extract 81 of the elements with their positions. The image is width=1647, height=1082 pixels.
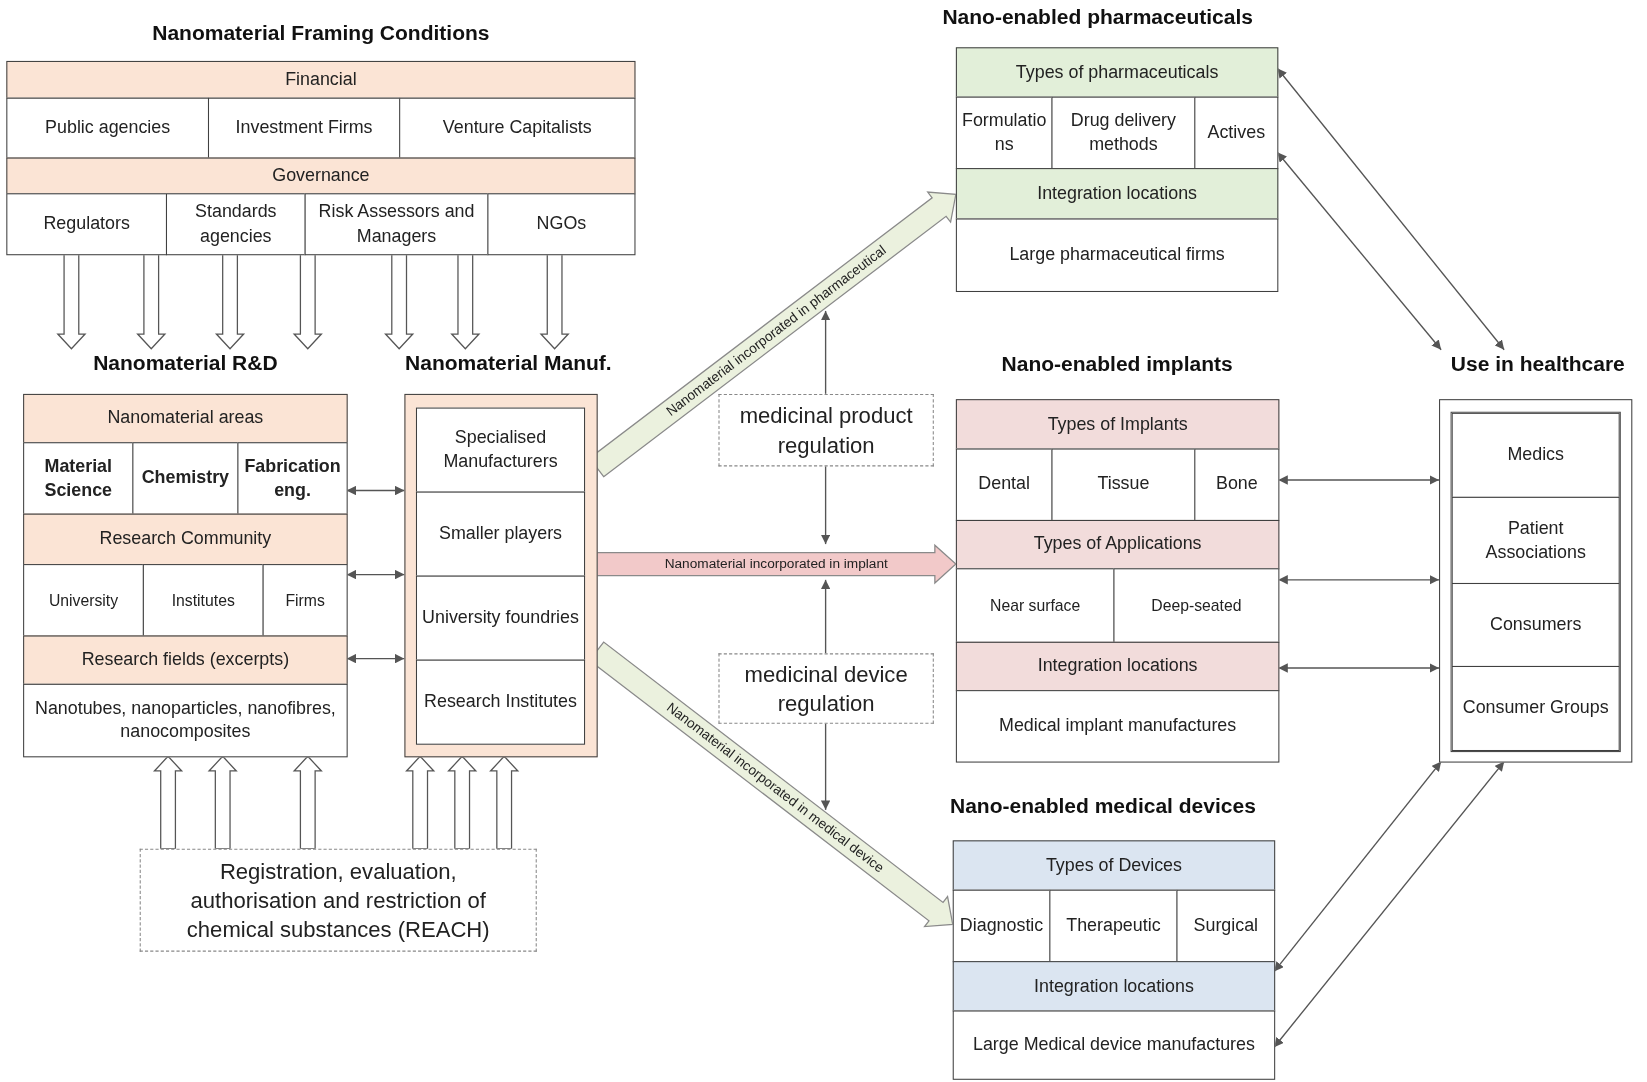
arrow (820, 310, 831, 395)
table-cell: Public agencies (6, 97, 210, 159)
table-cell: Financial (6, 60, 636, 99)
table-cell: Consumer Groups (1451, 665, 1620, 752)
panel-heading: Nano-enabled implants (1000, 350, 1234, 377)
panel-heading: Use in healthcare (1449, 350, 1626, 377)
table-cell: Specialised Manufacturers (415, 407, 586, 493)
table-cell: University (23, 564, 144, 637)
table-cell: Near surface (955, 568, 1115, 643)
double-arrow (1273, 760, 1442, 973)
block-arrow (539, 253, 570, 350)
block-arrow (384, 253, 415, 350)
double-arrow (1277, 575, 1440, 585)
panel-heading: Nanomaterial Manuf. (404, 349, 613, 376)
table-cell: Research Institutes (415, 659, 586, 745)
block-arrow (214, 253, 246, 350)
table-cell: Nanotubes, nanoparticles, nanofibres, nanocomposites (23, 683, 348, 758)
block-arrow (152, 755, 184, 850)
panel-heading: Nano-enabled pharmaceuticals (941, 4, 1254, 31)
table-cell: NGOs (487, 193, 636, 256)
block-arrow (447, 755, 478, 850)
double-arrow (1277, 475, 1440, 485)
table-cell: Patient Associations (1451, 496, 1620, 584)
arrow (820, 722, 831, 811)
table-cell: Therapeutic (1049, 889, 1178, 963)
arrow (820, 579, 831, 655)
table-cell: Standards agencies (165, 193, 306, 256)
table-cell: Types of pharmaceuticals (955, 47, 1279, 98)
block-arrow (489, 755, 520, 850)
table-cell: University foundries (415, 575, 586, 661)
table-cell: Types of Applications (955, 519, 1280, 570)
table-cell: Research Community (23, 513, 348, 566)
double-arrow (1276, 67, 1505, 351)
double-arrow (1276, 151, 1442, 351)
table-cell: Risk Assessors and Managers (304, 193, 489, 256)
block-arrow (405, 755, 436, 850)
table-cell: Surgical (1176, 889, 1276, 963)
table-cell: Tissue (1051, 448, 1196, 521)
panel-heading: Nano-enabled medical devices (948, 793, 1257, 820)
table-cell: Smaller players (415, 491, 586, 577)
table-cell: Formulations (955, 96, 1053, 170)
table-cell: Deep-seated (1113, 568, 1280, 643)
table-cell: Large pharmaceutical firms (955, 218, 1279, 292)
table-cell: Venture Capitalists (399, 97, 636, 159)
panel-heading: Nanomaterial Framing Conditions (151, 20, 491, 47)
table-cell: Integration locations (955, 168, 1279, 220)
panel-heading: Nanomaterial R&D (92, 349, 279, 376)
table-cell: Integration locations (952, 961, 1276, 1012)
regulation-box: Registration, evaluation, authorisation and restriction of chemical substances (REACH) (139, 848, 537, 952)
block-arrow (450, 253, 481, 350)
table-cell: Dental (955, 448, 1053, 521)
table-cell: Bone (1194, 448, 1280, 521)
table-cell: Types of Implants (955, 399, 1280, 450)
block-arrow (56, 253, 87, 350)
table-cell: Integration locations (955, 641, 1280, 692)
block-arrow (136, 253, 167, 350)
table-cell: Regulators (6, 193, 167, 256)
table-cell: Actives (1194, 96, 1279, 170)
block-arrow (207, 755, 238, 850)
table-cell: Chemistry (132, 442, 239, 515)
table-cell: Types of Devices (952, 840, 1276, 891)
block-arrow (292, 253, 323, 350)
regulation-box: medicinal product regulation (718, 393, 934, 467)
table-cell: Large Medical device manufactures (952, 1010, 1276, 1080)
table-cell: Investment Firms (208, 97, 401, 159)
table-cell: Material Science (23, 442, 134, 515)
regulation-box: medicinal device regulation (718, 653, 934, 724)
table-cell: Research fields (excerpts) (23, 635, 348, 685)
block-arrow (292, 755, 323, 850)
table-cell: Medical implant manufactures (955, 690, 1280, 763)
table-cell: Diagnostic (952, 889, 1051, 963)
table-cell: Institutes (142, 564, 264, 637)
arrow (820, 464, 831, 545)
table-cell: Nanomaterial areas (23, 393, 348, 444)
table-cell: Drug delivery methods (1051, 96, 1196, 170)
double-arrow (1277, 663, 1440, 673)
table-cell: Medics (1451, 412, 1620, 498)
table-cell: Fabrication eng. (237, 442, 348, 515)
table-cell: Firms (262, 564, 348, 637)
table-cell: Consumers (1451, 582, 1620, 667)
table-cell: Governance (6, 157, 636, 195)
